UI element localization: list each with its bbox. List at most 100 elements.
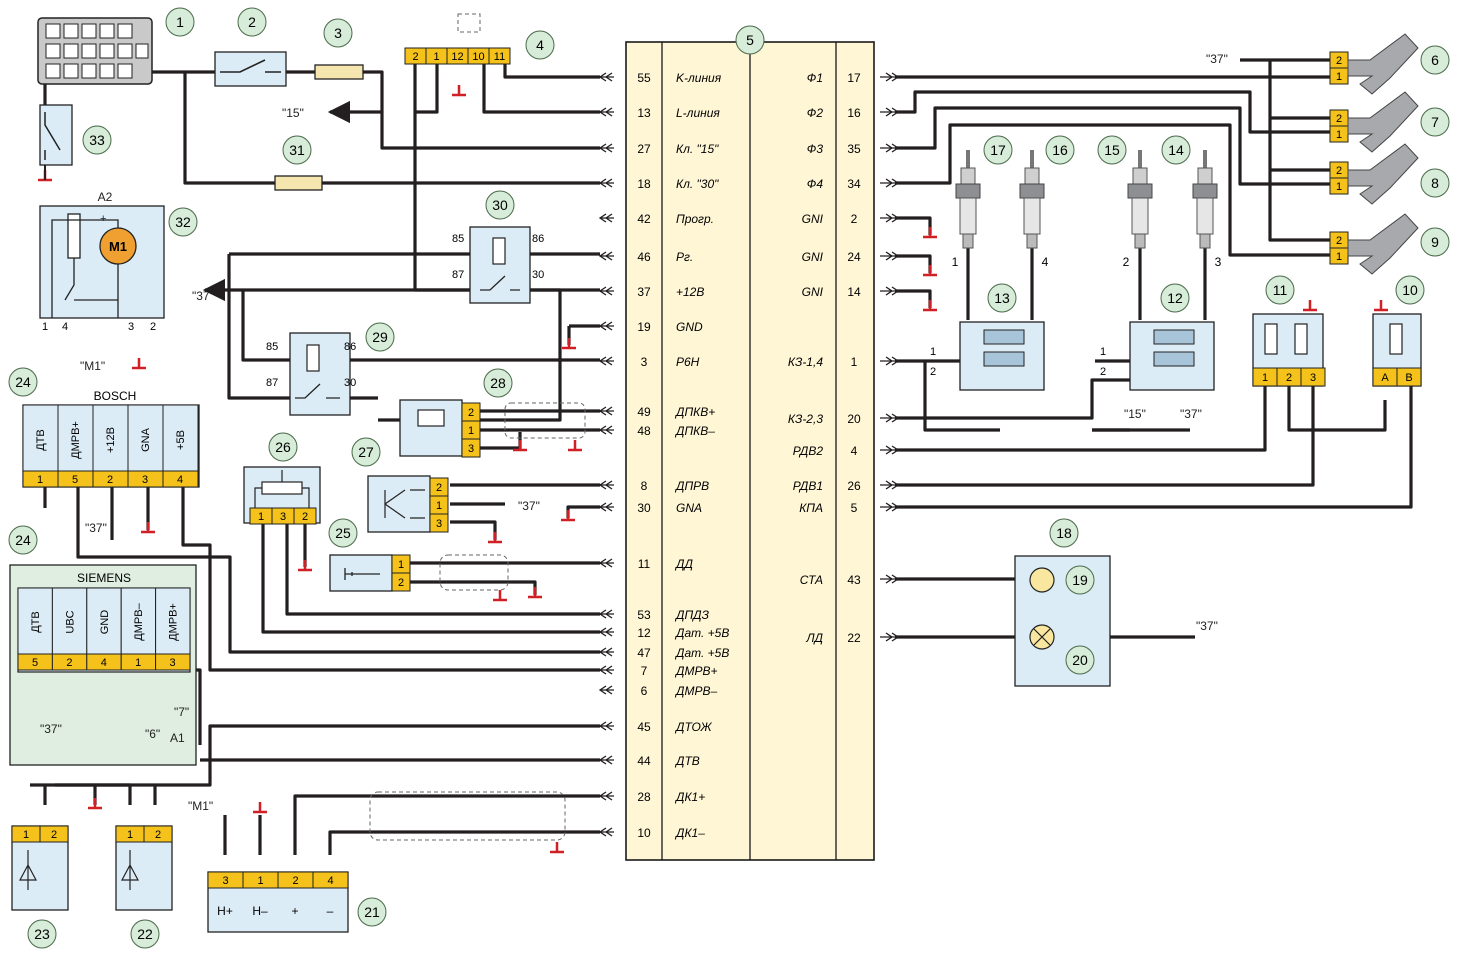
callout-number: 32: [175, 214, 191, 230]
callout-number: 19: [1072, 572, 1088, 588]
s21-signal-label: Н+: [217, 904, 233, 918]
ref-37-panel: "37": [1196, 619, 1218, 633]
ground-icon: [1374, 300, 1388, 312]
bosch-column-label: +12В: [105, 427, 117, 453]
ecu-left-pin-number: 45: [637, 720, 651, 734]
coil-13: 12: [930, 321, 1045, 391]
ref-37-phase: "37": [518, 499, 540, 513]
callout-number: 17: [990, 142, 1006, 158]
ecu-left-pin-number: 42: [637, 212, 651, 226]
relay-pin-number: 30: [532, 269, 544, 281]
fuse-31: [274, 175, 323, 191]
s28-pin-label: 2: [468, 407, 474, 419]
callout-marker: 28: [483, 368, 513, 398]
s28-pin-label: 3: [468, 443, 474, 455]
bosch-pin-label: 5: [72, 474, 78, 486]
callout-number: 18: [1056, 525, 1072, 541]
callout-marker: 15: [1097, 135, 1127, 165]
shield-markers: [369, 13, 586, 841]
callout-marker: 22: [130, 919, 160, 949]
ref-7: "7": [174, 705, 189, 719]
relay-pin-number: 86: [532, 233, 544, 245]
injector-pin-label: 1: [1336, 251, 1342, 263]
ref-m1-bottom: "M1": [188, 799, 213, 813]
ecu-left-pin-label: Дат. +5В: [674, 626, 729, 640]
ground-icon: [923, 265, 937, 277]
ecu-right-pin-number: 5: [851, 501, 858, 515]
ecu-pin-arrow: [598, 356, 614, 366]
callout-marker: 31: [282, 135, 312, 165]
motor-label: M1: [109, 239, 127, 254]
ref-15-coil: "15": [1124, 407, 1146, 421]
s10-pin-label: A: [1381, 372, 1389, 384]
ecu-pin-arrow: [598, 502, 614, 512]
ecu-left-pin-number: 44: [637, 754, 651, 768]
injector-pin-label: 1: [1336, 129, 1342, 141]
phase-sensor: [367, 475, 431, 533]
bosch-pin-label: 4: [177, 474, 183, 486]
spark-plug-icon: [955, 150, 981, 249]
ecu-pin-arrow: [598, 480, 614, 490]
s21-pin-label: 2: [292, 875, 298, 887]
ecu-left-pin-label: ДК1+: [674, 790, 705, 804]
callout-number: 22: [137, 926, 153, 942]
ecu-left-pin-number: 10: [637, 826, 651, 840]
spark-plug-number: 4: [1042, 255, 1049, 269]
injector: 21: [1329, 33, 1419, 95]
callout-number: 12: [1167, 290, 1183, 306]
ecu-left-pin-number: 6: [641, 684, 648, 698]
ecu-pin-arrow: [598, 213, 614, 223]
injector: 21: [1329, 91, 1419, 153]
coil-pin-label: 2: [930, 366, 936, 378]
s26-pin-label: 3: [280, 511, 286, 523]
callout-marker: 13: [987, 283, 1017, 313]
ecu-left-pin-label: ДД: [674, 557, 693, 571]
ecu-left-pin-number: 7: [641, 664, 648, 678]
ref-37-siemens: "37": [40, 722, 62, 736]
callout-number: 16: [1052, 142, 1068, 158]
siemens-column-label: ДТВ: [30, 611, 42, 633]
callout-marker: 3: [323, 18, 353, 48]
tachometer-icon: [1029, 567, 1055, 593]
siemens-column-label: ДМРВ–: [133, 602, 145, 640]
siemens-pin-label: 3: [170, 657, 176, 669]
ecu-left-pin-number: 27: [637, 142, 651, 156]
s11-pin-label: 3: [1310, 372, 1316, 384]
ref-15-top: "15": [282, 106, 304, 120]
ecu-right-pin-label: КЗ-2,3: [788, 412, 823, 426]
ground-icon: [253, 802, 267, 814]
siemens-column: [120, 587, 157, 655]
diag-pin-label: 12: [451, 51, 463, 63]
ecu-left-pin-number: 28: [637, 790, 651, 804]
ecu-right-pin-label: Ф4: [807, 177, 824, 191]
s22-pin-label: 2: [155, 829, 161, 841]
ecu-right-pin-number: 22: [847, 631, 861, 645]
callout-marker: 4: [525, 30, 555, 60]
callout-marker: 6: [1420, 45, 1450, 75]
ecu-right-pin-number: 16: [847, 106, 861, 120]
siemens-column: [155, 587, 191, 655]
s21-signal-label: Н–: [252, 904, 268, 918]
callout-marker: 9: [1420, 227, 1450, 257]
callout-marker: 14: [1161, 135, 1191, 165]
ecu-right-pin-number: 35: [847, 142, 861, 156]
s28-pin: [461, 438, 481, 458]
injector-pin-label: 2: [1336, 235, 1342, 247]
callout-number: 27: [358, 444, 374, 460]
relay-pin-number: 87: [452, 269, 464, 281]
ecu-right-pin-number: 34: [847, 177, 861, 191]
callout-marker: 1: [165, 7, 195, 37]
injector-pin-label: 2: [1336, 55, 1342, 67]
callout-marker: 29: [365, 322, 395, 352]
callout-number: 13: [994, 290, 1010, 306]
ref-6: "6": [145, 727, 160, 741]
callout-marker: 20: [1065, 645, 1095, 675]
spark-plug-icon: [1019, 150, 1045, 249]
motor-pin-number: 1: [42, 321, 48, 333]
relay-30: [469, 226, 531, 304]
ecu-left-pin-number: 3: [641, 355, 648, 369]
